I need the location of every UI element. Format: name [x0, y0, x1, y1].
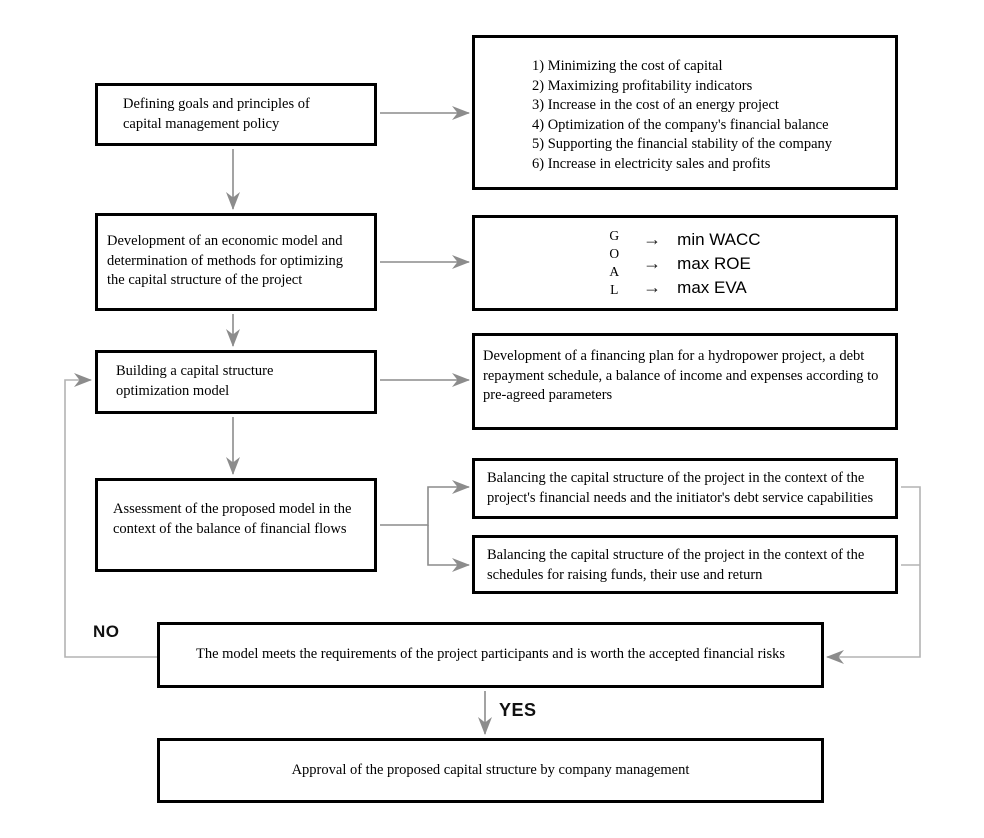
goals-list-item-2: 2) Maximizing profitability indicators — [532, 77, 753, 94]
box-balancing-schedules-text: Balancing the capital structure of the p… — [487, 547, 865, 583]
right-arrow-icon: → — [643, 276, 662, 297]
goals-list-item-1: 1) Minimizing the cost of capital — [532, 58, 723, 74]
box-goals-list: 1) Minimizing the cost of capital 2) Max… — [472, 35, 898, 190]
right-arrow-icon: → — [643, 228, 662, 249]
box-goal-panel: G O A L → min WACC → max ROE → max EVA — [472, 215, 898, 311]
box-balancing-schedules: Balancing the capital structure of the p… — [472, 535, 898, 594]
goal-target-row: → max EVA — [643, 277, 760, 298]
goals-list: 1) Minimizing the cost of capital 2) Max… — [532, 57, 832, 175]
box-financing-plan: Development of a financing plan for a hy… — [472, 333, 898, 430]
goals-list-item-5: 5) Supporting the financial stability of… — [532, 136, 833, 153]
goal-target-max-roe: max ROE — [677, 253, 751, 273]
box-development-economic-model-text: Development of an economic model and det… — [107, 233, 343, 289]
goal-panel-content: G O A L → min WACC → max ROE → max EVA — [475, 227, 895, 299]
goal-target-row: → min WACC — [643, 229, 760, 250]
box-decision-model-meets-text: The model meets the requirements of the … — [195, 646, 786, 663]
connector-balancing-needs-to-decision — [826, 486, 921, 664]
goal-letter-l: L — [610, 282, 619, 297]
label-yes: YES — [499, 700, 537, 720]
box-approval-text: Approval of the proposed capital structu… — [291, 761, 690, 778]
goal-letter-a: A — [609, 264, 620, 279]
box-approval: Approval of the proposed capital structu… — [157, 738, 824, 803]
goal-letter-o: O — [609, 246, 620, 261]
connector-assessment-to-balancing-needs — [380, 480, 470, 526]
box-balancing-financial-needs-text: Balancing the capital structure of the p… — [487, 470, 874, 506]
goal-target-row: → max ROE — [643, 253, 760, 274]
box-assessment-model: Assessment of the proposed model in the … — [95, 478, 377, 572]
goals-list-item-3: 3) Increase in the cost of an energy pro… — [532, 97, 779, 114]
box-building-model-text: Building a capital structure optimizatio… — [116, 363, 274, 399]
goal-target-max-eva: max EVA — [677, 277, 747, 297]
goal-vertical-word: G O A L — [609, 227, 619, 299]
connector-assessment-to-balancing-schedules — [427, 525, 470, 572]
box-building-model: Building a capital structure optimizatio… — [95, 350, 377, 414]
goals-list-item-4: 4) Optimization of the company's financi… — [532, 116, 829, 133]
goal-letter-g: G — [609, 228, 620, 243]
label-no: NO — [93, 622, 120, 641]
box-balancing-financial-needs: Balancing the capital structure of the p… — [472, 458, 898, 519]
box-development-economic-model: Development of an economic model and det… — [95, 213, 377, 311]
goals-list-item-6: 6) Increase in electricity sales and pro… — [532, 155, 771, 172]
box-assessment-model-text: Assessment of the proposed model in the … — [113, 501, 352, 537]
box-financing-plan-text: Development of a financing plan for a hy… — [483, 348, 879, 404]
connector-decision-no-feedback — [64, 373, 157, 658]
box-defining-goals: Defining goals and principles of capital… — [95, 83, 377, 146]
box-defining-goals-text: Defining goals and principles of capital… — [123, 95, 310, 132]
goal-targets: → min WACC → max ROE → max EVA — [643, 229, 760, 298]
goal-target-min-wacc: min WACC — [677, 229, 761, 249]
right-arrow-icon: → — [643, 252, 662, 273]
box-decision-model-meets: The model meets the requirements of the … — [157, 622, 824, 688]
